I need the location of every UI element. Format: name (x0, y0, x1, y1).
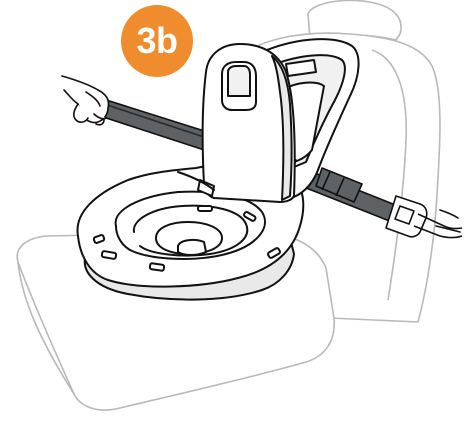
step-number-badge: 3b (121, 5, 193, 77)
side-wing-ridge (286, 60, 316, 76)
step-number-label: 3b (136, 20, 177, 62)
backrest-handle-recess (228, 66, 250, 96)
booster-backrest (178, 44, 295, 202)
base-center-latch (178, 240, 206, 255)
hand-left (62, 76, 109, 125)
